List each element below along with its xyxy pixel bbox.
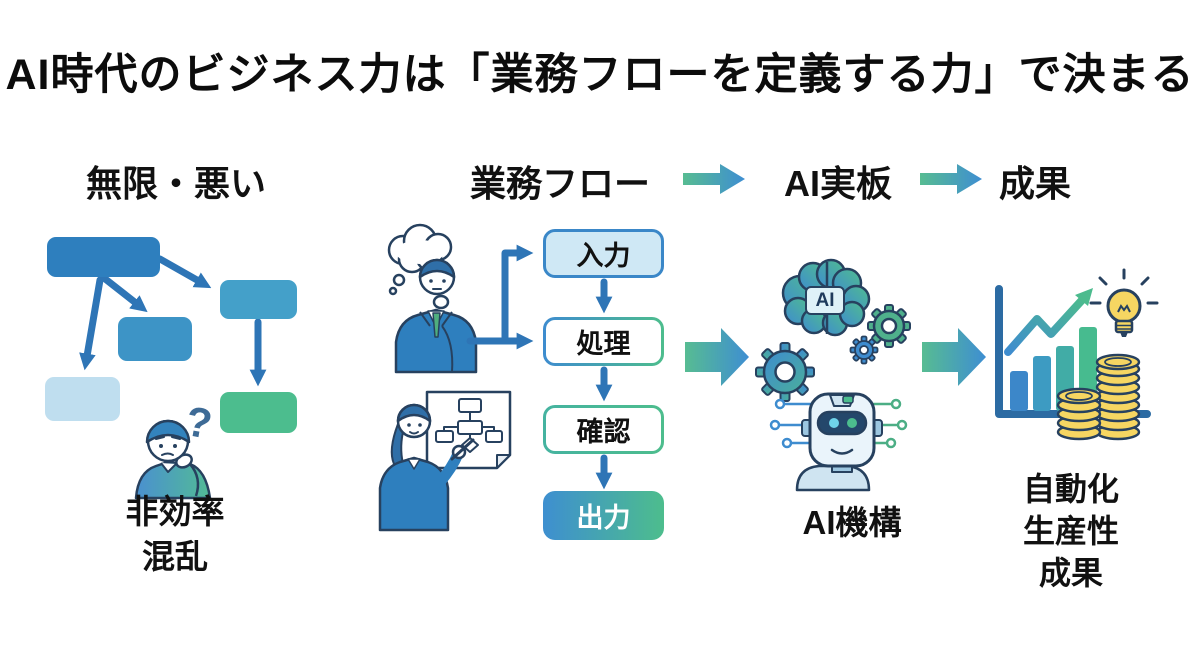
flow-step-confirm-label: 確認 bbox=[576, 417, 631, 447]
ai-chip-label: AI bbox=[805, 286, 845, 315]
flow-step-process-label: 処理 bbox=[576, 329, 631, 359]
flow-step-process: 処理 bbox=[543, 317, 664, 366]
flow-step-input-label: 入力 bbox=[576, 241, 631, 271]
header-right-arrow-icon bbox=[683, 164, 745, 194]
flow-step-output-label: 出力 bbox=[576, 503, 631, 533]
caption-result-line2: 生産性 bbox=[1022, 513, 1119, 549]
column-label-ai: AI実板 bbox=[783, 163, 892, 204]
column-label-flow: 業務フロー bbox=[469, 163, 650, 204]
caption-result-line3: 成果 bbox=[1038, 555, 1103, 591]
big-right-arrow-icon bbox=[685, 328, 749, 386]
flow-step-confirm: 確認 bbox=[543, 405, 664, 454]
flowchart-paper-person-icon bbox=[378, 390, 512, 532]
caption-chaos-line1: 非効率 bbox=[125, 493, 225, 530]
gear-icon bbox=[755, 304, 911, 402]
page-title: AI時代のビジネス力は「業務フローを定義する力」で決まる bbox=[5, 51, 1195, 99]
column-label-chaos: 無限・悪い bbox=[85, 163, 266, 204]
ai-brain-icon bbox=[781, 258, 871, 337]
caption-chaos-line2: 混乱 bbox=[142, 538, 208, 575]
caption-result-line1: 自動化 bbox=[1022, 471, 1119, 507]
column-label-result: 成果 bbox=[998, 163, 1071, 204]
header-right-arrow-icon bbox=[920, 164, 982, 194]
mini-flowchart bbox=[435, 398, 503, 453]
thinking-person-icon bbox=[387, 223, 478, 374]
flow-step-input: 入力 bbox=[543, 229, 664, 278]
coin-stacks-icon bbox=[1056, 353, 1141, 441]
confused-person-icon bbox=[134, 419, 212, 500]
flow-step-output: 出力 bbox=[543, 491, 664, 540]
caption-ai: AI機構 bbox=[802, 504, 902, 541]
flow-connector-arrows bbox=[466, 244, 534, 350]
light-bulb-icon bbox=[1089, 268, 1159, 337]
caption-chaos: 非効率 混乱 bbox=[75, 489, 275, 579]
ai-robot-icon bbox=[769, 392, 908, 492]
section-arrow-icons bbox=[683, 164, 986, 386]
big-right-arrow-icon bbox=[922, 328, 986, 386]
caption-result: 自動化 生産性 成果 bbox=[971, 468, 1171, 594]
chaos-flowchart-icon bbox=[45, 237, 297, 433]
